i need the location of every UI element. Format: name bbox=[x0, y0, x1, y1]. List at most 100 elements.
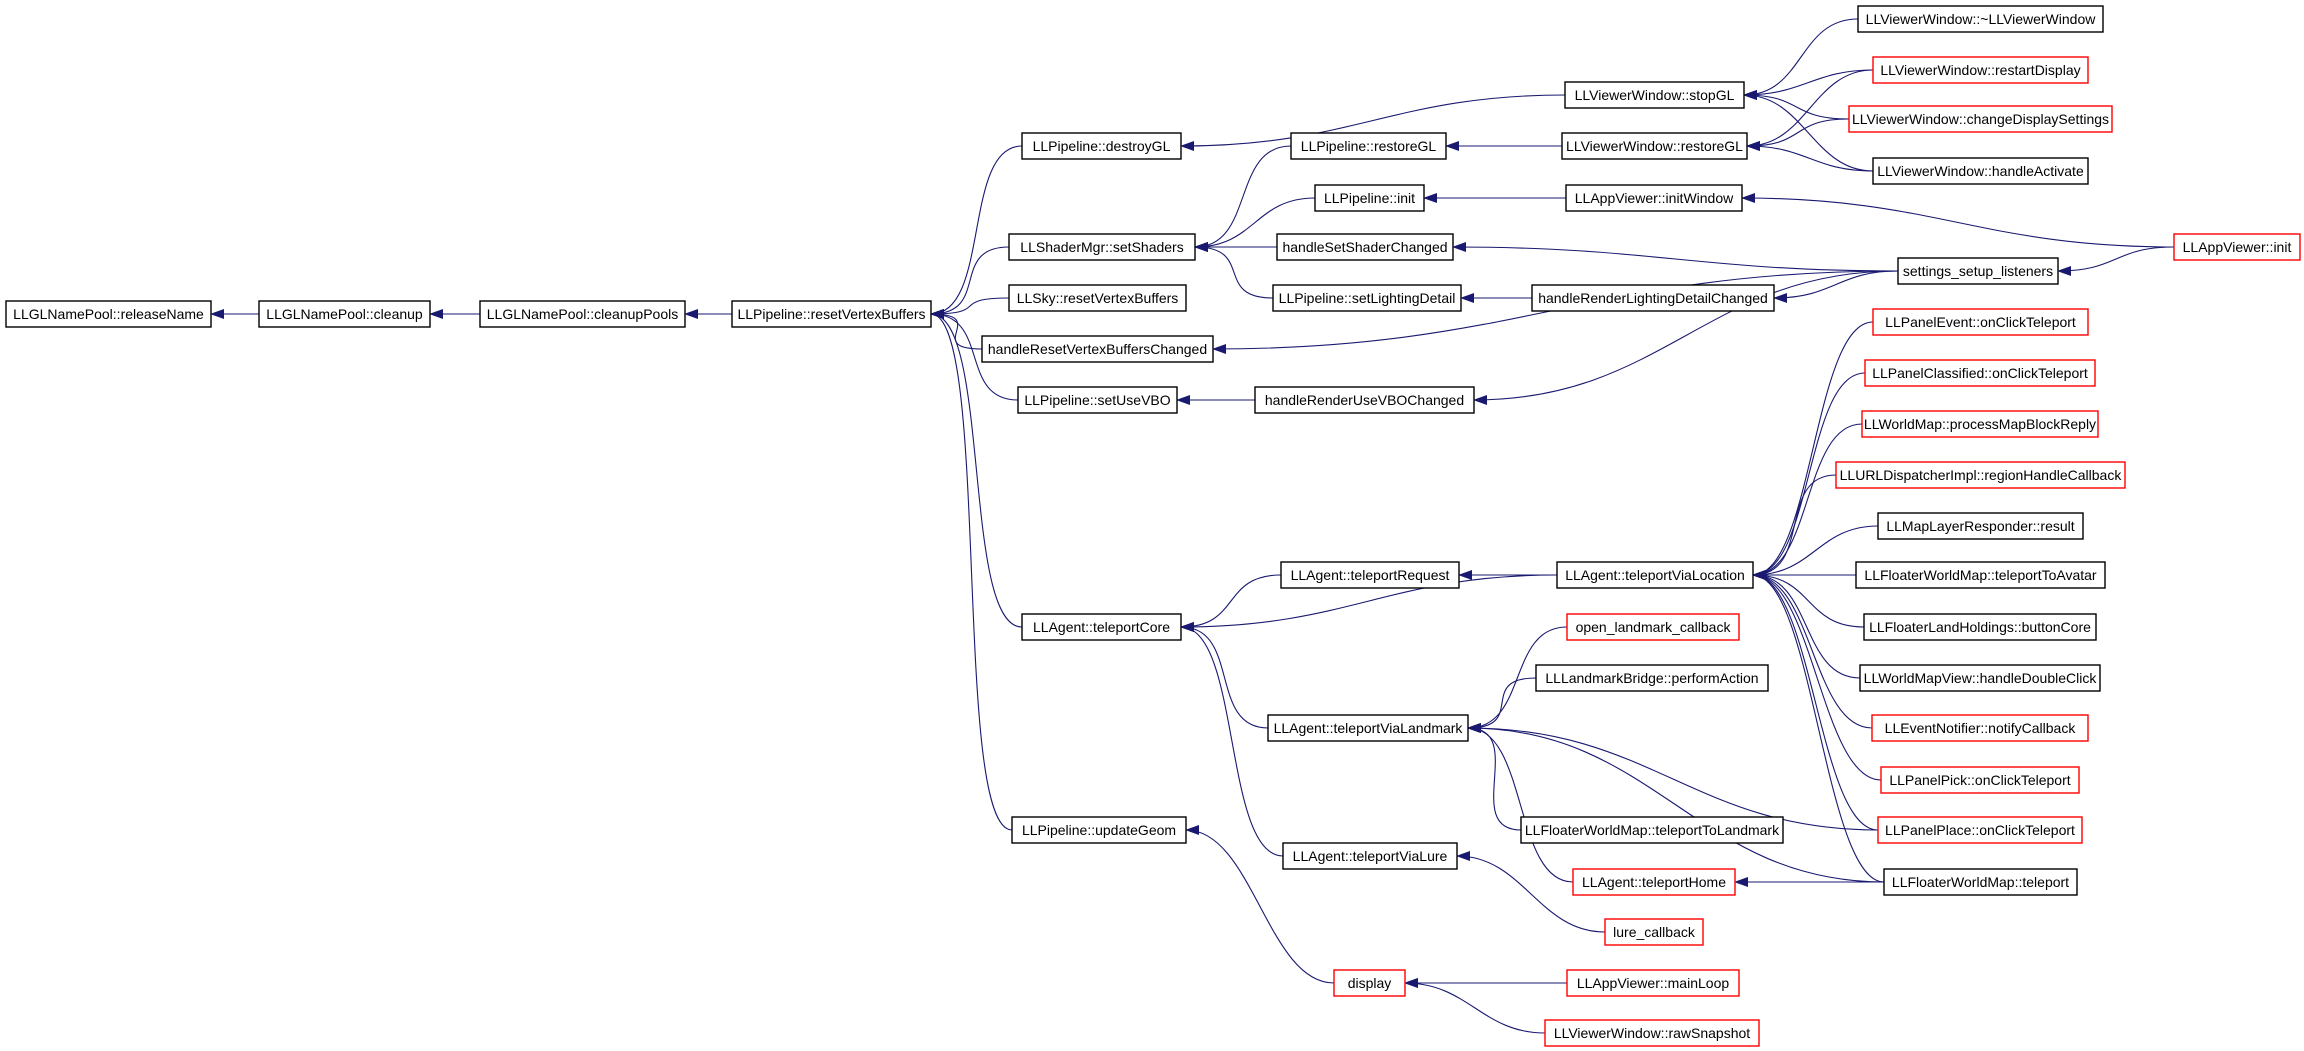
function-node-box[interactable] bbox=[1566, 613, 1740, 641]
function-node-box[interactable] bbox=[1544, 1019, 1760, 1047]
function-node-box[interactable] bbox=[2173, 233, 2301, 261]
function-node-box[interactable] bbox=[1855, 561, 2106, 589]
function-node-box[interactable] bbox=[1872, 157, 2089, 185]
function-node-box[interactable] bbox=[1333, 969, 1406, 997]
function-node[interactable]: LLPipeline::setUseVBO bbox=[1017, 386, 1178, 414]
function-node-box[interactable] bbox=[1017, 386, 1178, 414]
function-node[interactable]: LLAgent::teleportRequest bbox=[1280, 561, 1460, 589]
function-node-box[interactable] bbox=[258, 300, 431, 328]
function-node[interactable]: LLPipeline::init bbox=[1314, 184, 1425, 212]
function-node-box[interactable] bbox=[1864, 359, 2096, 387]
function-node[interactable]: LLEventNotifier::notifyCallback bbox=[1871, 714, 2089, 742]
function-node[interactable]: display bbox=[1333, 969, 1406, 997]
function-node-box[interactable] bbox=[1556, 561, 1754, 589]
function-node[interactable]: LLFloaterWorldMap::teleport bbox=[1883, 868, 2078, 896]
function-node[interactable]: LLAppViewer::initWindow bbox=[1565, 184, 1743, 212]
function-node-box[interactable] bbox=[1566, 969, 1740, 997]
function-node[interactable]: LLViewerWindow::stopGL bbox=[1564, 81, 1745, 109]
function-node-box[interactable] bbox=[479, 300, 686, 328]
function-node-box[interactable] bbox=[1276, 233, 1454, 261]
function-node-box[interactable] bbox=[1872, 56, 2089, 84]
function-node-box[interactable] bbox=[981, 335, 1214, 363]
function-node-box[interactable] bbox=[1861, 410, 2099, 438]
function-node[interactable]: LLViewerWindow::rawSnapshot bbox=[1544, 1019, 1760, 1047]
function-node-box[interactable] bbox=[1021, 613, 1182, 641]
function-node[interactable]: handleRenderLightingDetailChanged bbox=[1531, 284, 1775, 312]
function-node-box[interactable] bbox=[1290, 132, 1447, 160]
function-node[interactable]: LLAppViewer::init bbox=[2173, 233, 2301, 261]
function-node-box[interactable] bbox=[1314, 184, 1425, 212]
function-node[interactable]: LLWorldMap::processMapBlockReply bbox=[1861, 410, 2099, 438]
function-node[interactable]: handleResetVertexBuffersChanged bbox=[981, 335, 1214, 363]
function-node[interactable]: LLPipeline::resetVertexBuffers bbox=[731, 300, 932, 328]
function-node-box[interactable] bbox=[1871, 714, 2089, 742]
function-node[interactable]: LLViewerWindow::restoreGL bbox=[1561, 132, 1748, 160]
function-node-box[interactable] bbox=[1604, 918, 1704, 946]
function-node-box[interactable] bbox=[1835, 461, 2126, 489]
function-node-box[interactable] bbox=[1272, 284, 1462, 312]
function-node-box[interactable] bbox=[1008, 233, 1196, 261]
function-node[interactable]: LLAgent::teleportViaLure bbox=[1282, 842, 1458, 870]
function-node[interactable]: LLViewerWindow::changeDisplaySettings bbox=[1848, 105, 2113, 133]
function-node-box[interactable] bbox=[1565, 184, 1743, 212]
function-node-box[interactable] bbox=[1848, 105, 2113, 133]
function-node[interactable]: lure_callback bbox=[1604, 918, 1704, 946]
function-node[interactable]: LLMapLayerResponder::result bbox=[1877, 512, 2084, 540]
function-node-box[interactable] bbox=[1880, 766, 2080, 794]
function-node-box[interactable] bbox=[1897, 257, 2059, 285]
function-node[interactable]: LLURLDispatcherImpl::regionHandleCallbac… bbox=[1835, 461, 2126, 489]
function-node[interactable]: handleRenderUseVBOChanged bbox=[1254, 386, 1475, 414]
function-node[interactable]: LLFloaterWorldMap::teleportToLandmark bbox=[1520, 816, 1784, 844]
function-node[interactable]: LLAgent::teleportHome bbox=[1572, 868, 1736, 896]
function-node-box[interactable] bbox=[1883, 868, 2078, 896]
function-node-box[interactable] bbox=[1535, 664, 1769, 692]
function-node[interactable]: settings_setup_listeners bbox=[1897, 257, 2059, 285]
function-node[interactable]: LLPanelEvent::onClickTeleport bbox=[1872, 308, 2089, 336]
function-node[interactable]: LLShaderMgr::setShaders bbox=[1008, 233, 1196, 261]
function-node[interactable]: LLPipeline::updateGeom bbox=[1011, 816, 1187, 844]
function-node[interactable]: LLPanelClassified::onClickTeleport bbox=[1864, 359, 2096, 387]
function-node-box[interactable] bbox=[1008, 284, 1187, 312]
function-node[interactable]: LLPipeline::setLightingDetail bbox=[1272, 284, 1462, 312]
function-node-box[interactable] bbox=[1531, 284, 1775, 312]
function-node[interactable]: LLWorldMapView::handleDoubleClick bbox=[1859, 664, 2101, 692]
function-node[interactable]: LLAgent::teleportViaLandmark bbox=[1267, 714, 1469, 742]
function-node[interactable]: LLPipeline::destroyGL bbox=[1021, 132, 1182, 160]
function-node-box[interactable] bbox=[1572, 868, 1736, 896]
function-node[interactable]: LLViewerWindow::restartDisplay bbox=[1872, 56, 2089, 84]
function-node-box[interactable] bbox=[1280, 561, 1460, 589]
function-node-box[interactable] bbox=[5, 300, 212, 328]
function-node-box[interactable] bbox=[1859, 664, 2101, 692]
function-node[interactable]: LLGLNamePool::cleanup bbox=[258, 300, 431, 328]
function-node[interactable]: LLPanelPick::onClickTeleport bbox=[1880, 766, 2080, 794]
function-node-box[interactable] bbox=[731, 300, 932, 328]
function-node-box[interactable] bbox=[1267, 714, 1469, 742]
function-node-box[interactable] bbox=[1863, 613, 2097, 641]
function-node-box[interactable] bbox=[1021, 132, 1182, 160]
function-node-box[interactable] bbox=[1857, 5, 2104, 33]
function-node-box[interactable] bbox=[1872, 308, 2089, 336]
function-node-box[interactable] bbox=[1011, 816, 1187, 844]
function-node[interactable]: LLViewerWindow::handleActivate bbox=[1872, 157, 2089, 185]
function-node-box[interactable] bbox=[1254, 386, 1475, 414]
function-node-box[interactable] bbox=[1877, 816, 2083, 844]
function-node-box[interactable] bbox=[1561, 132, 1748, 160]
function-node[interactable]: LLGLNamePool::releaseName bbox=[5, 300, 212, 328]
function-node-box[interactable] bbox=[1564, 81, 1745, 109]
function-node[interactable]: LLFloaterLandHoldings::buttonCore bbox=[1863, 613, 2097, 641]
function-node[interactable]: LLGLNamePool::cleanupPools bbox=[479, 300, 686, 328]
function-node-box[interactable] bbox=[1877, 512, 2084, 540]
function-node[interactable]: LLLandmarkBridge::performAction bbox=[1535, 664, 1769, 692]
function-node-box[interactable] bbox=[1520, 816, 1784, 844]
function-node-box[interactable] bbox=[1282, 842, 1458, 870]
function-node[interactable]: LLPipeline::restoreGL bbox=[1290, 132, 1447, 160]
function-node[interactable]: LLViewerWindow::~LLViewerWindow bbox=[1857, 5, 2104, 33]
function-node[interactable]: LLSky::resetVertexBuffers bbox=[1008, 284, 1187, 312]
function-node[interactable]: LLAppViewer::mainLoop bbox=[1566, 969, 1740, 997]
function-node[interactable]: LLAgent::teleportCore bbox=[1021, 613, 1182, 641]
function-node[interactable]: LLFloaterWorldMap::teleportToAvatar bbox=[1855, 561, 2106, 589]
function-node[interactable]: handleSetShaderChanged bbox=[1276, 233, 1454, 261]
function-node[interactable]: LLPanelPlace::onClickTeleport bbox=[1877, 816, 2083, 844]
function-node[interactable]: open_landmark_callback bbox=[1566, 613, 1740, 641]
function-node[interactable]: LLAgent::teleportViaLocation bbox=[1556, 561, 1754, 589]
